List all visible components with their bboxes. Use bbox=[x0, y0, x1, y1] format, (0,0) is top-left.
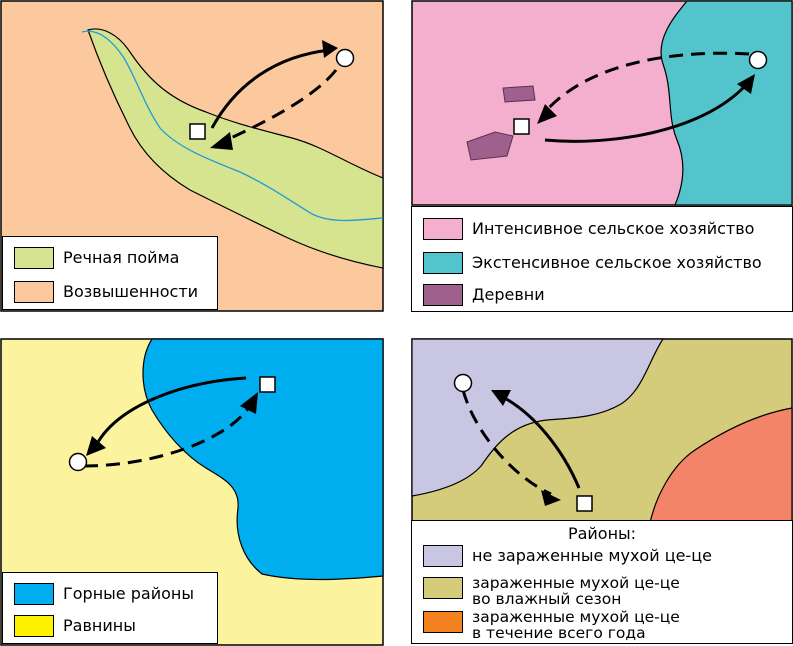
dashed-arrow bbox=[221, 69, 338, 144]
village bbox=[502, 85, 536, 103]
swatch bbox=[14, 281, 54, 303]
legend-label: Экстенсивное сельское хозяйство bbox=[472, 253, 762, 272]
panel-mountains: Горные районы Равнины bbox=[0, 338, 384, 646]
legend-item: зараженные мухой це-це в течение всего г… bbox=[412, 609, 792, 643]
swatch bbox=[423, 577, 463, 599]
swatch bbox=[423, 252, 463, 274]
legend-label-line: в течение всего года bbox=[472, 624, 646, 642]
legend-label-line: во влажный сезон bbox=[472, 590, 622, 608]
arrowhead bbox=[322, 40, 338, 58]
legend-label-line: зараженные мухой це-це bbox=[472, 574, 680, 592]
arrowhead bbox=[541, 490, 561, 506]
circle-marker bbox=[335, 48, 355, 68]
swatch bbox=[423, 545, 463, 567]
agriculture-map bbox=[411, 0, 793, 206]
panel-floodplain: Речная пойма Возвышенности bbox=[0, 0, 384, 312]
panel-agriculture: Интенсивное сельское хозяйство Экстенсив… bbox=[411, 0, 793, 312]
legend-label: не зараженные мухой це-це bbox=[472, 546, 712, 565]
legend-label: Возвышенности bbox=[63, 282, 199, 301]
swatch bbox=[423, 284, 463, 306]
floodplain-legend: Речная пойма Возвышенности bbox=[2, 236, 218, 310]
swatch bbox=[14, 615, 54, 637]
square-marker bbox=[576, 495, 593, 512]
dashed-arrow bbox=[543, 51, 750, 113]
arrowhead bbox=[537, 104, 557, 124]
floodplain-area bbox=[87, 28, 384, 269]
village bbox=[466, 131, 514, 161]
legend-label: Равнины bbox=[63, 616, 136, 635]
legend-item: Экстенсивное сельское хозяйство bbox=[412, 252, 792, 276]
legend-item: Интенсивное сельское хозяйство bbox=[412, 218, 792, 242]
arrowhead bbox=[86, 436, 106, 456]
dashed-arrow bbox=[83, 405, 252, 468]
circle-marker bbox=[748, 50, 768, 70]
legend-item: Возвышенности bbox=[3, 281, 217, 305]
legend-item: Горные районы bbox=[3, 583, 217, 607]
arrowhead bbox=[210, 132, 233, 150]
mountains-legend: Горные районы Равнины bbox=[2, 572, 218, 644]
legend-title: Районы: bbox=[567, 524, 637, 543]
square-marker bbox=[513, 118, 530, 135]
arrowhead bbox=[737, 74, 755, 94]
legend-label: зараженные мухой це-це во влажный сезон bbox=[472, 575, 680, 607]
legend-item: Деревни bbox=[412, 284, 792, 308]
swatch bbox=[423, 218, 463, 240]
swatch bbox=[14, 583, 54, 605]
migration-arrows bbox=[210, 48, 338, 144]
arrowhead bbox=[491, 390, 511, 406]
river bbox=[81, 30, 384, 222]
square-marker bbox=[259, 376, 276, 393]
circle-marker bbox=[453, 373, 473, 393]
legend-label: Интенсивное сельское хозяйство bbox=[472, 219, 755, 238]
legend-item: Речная пойма bbox=[3, 247, 217, 271]
legend-label: Деревни bbox=[472, 285, 545, 304]
legend-label: зараженные мухой це-це в течение всего г… bbox=[472, 609, 680, 641]
solid-arrow bbox=[500, 394, 581, 489]
dashed-arrow bbox=[461, 389, 552, 496]
square-marker bbox=[189, 123, 206, 140]
migration-arrows bbox=[83, 376, 252, 468]
mountain-area bbox=[142, 338, 384, 581]
legend-label: Горные районы bbox=[63, 584, 194, 603]
legend-label: Речная пойма bbox=[63, 248, 180, 267]
legend-item: не зараженные мухой це-це bbox=[412, 545, 792, 569]
legend-label-line: зараженные мухой це-це bbox=[472, 608, 680, 626]
legend-item: зараженные мухой це-це во влажный сезон bbox=[412, 575, 792, 609]
panel-tsetse: Районы: не зараженные мухой це-це зараже… bbox=[411, 338, 793, 646]
year-round-area bbox=[648, 407, 793, 528]
solid-arrow bbox=[210, 48, 331, 129]
tsetse-map bbox=[411, 338, 793, 528]
legend-item: Равнины bbox=[3, 615, 217, 639]
solid-arrow bbox=[96, 376, 247, 443]
solid-arrow bbox=[544, 84, 747, 143]
circle-marker bbox=[68, 452, 88, 472]
tsetse-legend: Районы: не зараженные мухой це-це зараже… bbox=[411, 520, 793, 644]
migration-arrows bbox=[461, 389, 581, 496]
agriculture-legend: Интенсивное сельское хозяйство Экстенсив… bbox=[411, 206, 793, 312]
swatch bbox=[14, 247, 54, 269]
migration-arrows bbox=[543, 51, 750, 143]
swatch bbox=[423, 611, 463, 633]
uninfested-area bbox=[411, 338, 665, 497]
arrowhead bbox=[240, 392, 258, 414]
